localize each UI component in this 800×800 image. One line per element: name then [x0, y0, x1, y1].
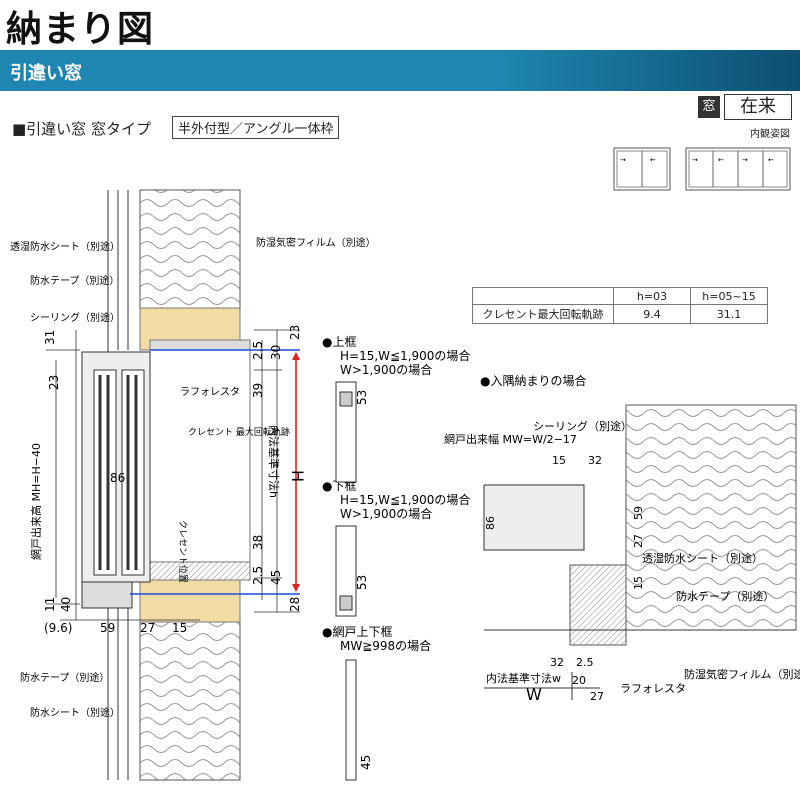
dim-86: 86 [110, 471, 125, 485]
sash-frame [81, 351, 151, 609]
svg-text:←: ← [768, 156, 774, 164]
table-cell-value: 31.1 [690, 304, 768, 324]
label-sealing-right: シーリング（別途） [533, 419, 632, 433]
elevation-2pane: →← [613, 147, 671, 191]
table-header-h03: h=03 [613, 287, 691, 305]
section-bottom-line3: W>1,900の場合 [340, 506, 432, 521]
label-bosui-tape: 防水テープ（別途） [30, 274, 119, 287]
section-top-title: ●上框 [322, 335, 356, 349]
section-corner-title: ●入隅納まりの場合 [480, 373, 586, 388]
label-amido-width: 網戸出来幅 MW=W/2−17 [444, 432, 577, 446]
dim-r20: 20 [572, 674, 586, 687]
dim-31: 31 [43, 330, 57, 345]
label-sealing: シーリング（別途） [30, 311, 120, 324]
banner-gradient [500, 50, 800, 91]
dim-r86: 86 [484, 516, 497, 530]
dim-r2-5: 2.5 [576, 656, 594, 669]
dim-15: 15 [172, 621, 187, 635]
dim-38: 38 [251, 535, 265, 550]
dim-27: 27 [140, 621, 155, 635]
label-boshitsu-film: 防湿気密フィルム（別途） [256, 236, 376, 249]
table-cell-value: 9.4 [613, 304, 691, 324]
label-amido-height: 網戸出来高 MH=H−40 [29, 443, 43, 560]
label-toshitsu-right: 透湿防水シート（別途） [642, 551, 763, 565]
dim-30: 30 [269, 345, 283, 360]
label-rafoleta-right: ラフォレスタ [620, 682, 686, 695]
label-W: W [526, 685, 542, 704]
banner-title: 引違い窓 [10, 63, 82, 84]
dim-23a: 23 [47, 375, 61, 390]
dim-23b: 23 [288, 325, 302, 340]
profile-top [335, 381, 357, 483]
dim-45b: 45 [359, 755, 373, 770]
label-crescent-pos: クレセント位置 [177, 520, 189, 583]
section-screen-title: ●網戸上下框 [322, 625, 392, 639]
profile-screen [345, 659, 357, 781]
dim-39: 39 [251, 383, 265, 398]
dim-59: 59 [100, 621, 115, 635]
rotation-table: h=03 h=05~15 クレセント最大回転軌跡 9.4 31.1 [472, 287, 768, 324]
svg-text:←: ← [650, 156, 656, 164]
label-naiho-w: 内法基準寸法w [486, 671, 561, 685]
zairai-tag: 在来 [724, 94, 792, 120]
label-bosui-tape-right: 防水テープ（別途） [676, 589, 774, 603]
corner-detail [483, 404, 797, 700]
dim-r27: 27 [632, 534, 645, 548]
section-bottom-line2: H=15,W≦1,900の場合 [340, 492, 470, 507]
svg-text:→: → [742, 156, 748, 164]
label-crescent-track: クレセント 最大回転軌跡 [188, 426, 290, 438]
section-top-line3: W>1,900の場合 [340, 362, 432, 377]
dim-r15b: 15 [632, 576, 645, 590]
dim-9-6: (9.6) [44, 621, 72, 635]
main-wall [107, 189, 251, 781]
dim-53a: 53 [355, 390, 369, 405]
dim-28: 28 [288, 597, 302, 612]
dim-r32b: 32 [550, 656, 564, 669]
dim-11: 11 [43, 597, 57, 612]
dim-r59: 59 [632, 506, 645, 520]
section-top-line2: H=15,W≦1,900の場合 [340, 348, 470, 363]
window-type-box: 半外付型／アングル一体枠 [172, 116, 340, 139]
mado-tag: 窓 [698, 96, 720, 118]
window-type-label: ■引違い窓 窓タイプ [12, 120, 151, 138]
dim-r27b: 27 [590, 690, 604, 703]
elevation-4pane: → ← → ← [685, 147, 791, 191]
label-bosui-tape-bottom: 防水テープ（別途） [20, 671, 109, 684]
dim-r15: 15 [552, 454, 566, 467]
label-H: H [288, 470, 307, 482]
svg-text:→: → [620, 156, 626, 164]
interior-view-label: 内観姿図 [750, 129, 790, 140]
section-banner: 引違い窓 [0, 50, 800, 91]
label-naiho-h: 内法基準寸法h [267, 425, 281, 498]
dim-40: 40 [59, 597, 73, 612]
table-row-label: クレセント最大回転軌跡 [472, 304, 614, 324]
dim-53b: 53 [355, 575, 369, 590]
svg-text:←: ← [718, 156, 724, 164]
svg-text:→: → [692, 156, 698, 164]
profile-bottom [335, 525, 357, 617]
section-screen-line2: MW≧998の場合 [340, 638, 431, 653]
dim-2-5a: 2.5 [251, 341, 265, 360]
page-title: 納まり図 [6, 9, 155, 50]
label-bosui-sheet-bottom: 防水シート（別途） [30, 706, 120, 719]
label-boshitsu-right: 防湿気密フィルム（別途） [684, 667, 800, 681]
label-toshitsu-sheet: 透湿防水シート（別途） [10, 240, 120, 253]
dim-2-5b: 2.5 [251, 566, 265, 585]
dim-r32: 32 [588, 454, 602, 467]
dim-45: 45 [269, 570, 283, 585]
label-rafoleta: ラフォレスタ [180, 386, 240, 398]
